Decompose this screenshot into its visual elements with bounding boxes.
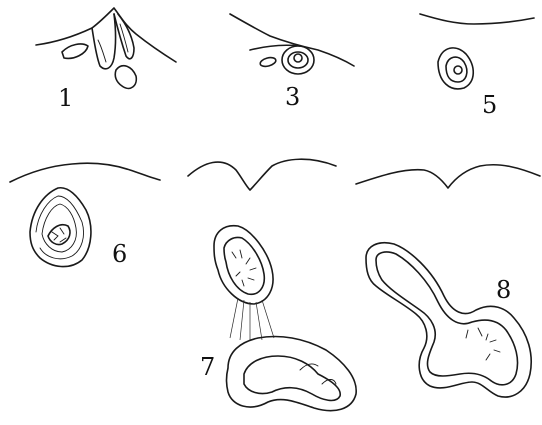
panel-1-drawing [36,8,176,88]
label-5: 5 [482,91,497,119]
label-7: 7 [200,353,215,381]
label-8: 8 [496,276,511,304]
panel-3-drawing [230,14,354,74]
label-3: 3 [285,83,300,111]
label-6: 6 [112,240,127,268]
panel-5-drawing [420,14,534,89]
panel-8-drawing [356,165,540,397]
label-1: 1 [58,84,73,112]
panel-6-drawing [10,163,160,266]
